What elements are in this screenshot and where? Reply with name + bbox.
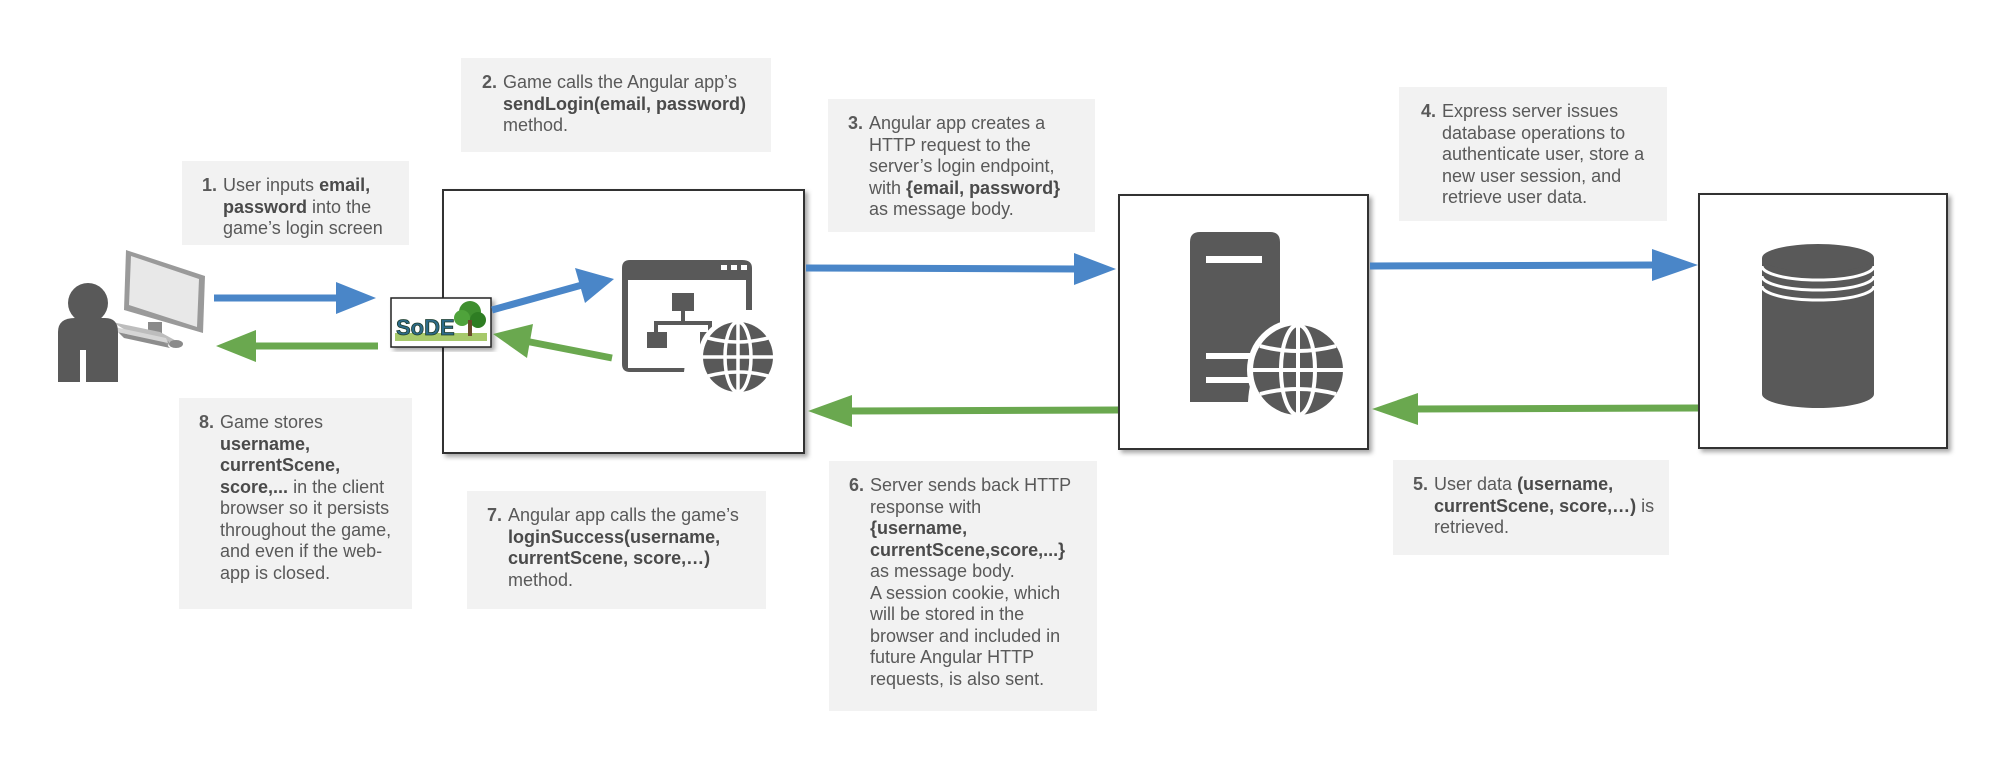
step-number: 4. [1421,101,1437,121]
step-4-text: Express server issues database operation… [1442,101,1645,207]
step-3-note: 3. Angular app creates a HTTP request to… [828,99,1095,232]
server-globe-icon [1190,232,1349,421]
login-success-method-bold: loginSuccess(username, currentScene, sco… [508,526,721,569]
stored-fields-bold: username, currentScene, score,... [220,433,341,497]
step-5-text: User data (username, currentScene, score… [1434,474,1655,537]
arrow-database-to-server [1413,404,1699,413]
user-data-fields-bold: (username, currentScene, score,…) [1434,474,1637,516]
arrow-game-to-webapp [491,281,583,314]
step-5-note: 5. User data (username, currentScene, sc… [1393,460,1669,555]
step-1-text: User inputs email, password into the gam… [223,175,383,238]
step-number: 6. [849,475,865,495]
arrow-head-database-to-server [1372,393,1418,425]
step-6-text: Server sends back HTTP response with {us… [870,475,1071,689]
step-number: 8. [199,412,215,432]
arrow-server-to-database [1369,261,1657,270]
step-number: 1. [202,175,218,195]
step-4-note: 4. Express server issues database operat… [1399,87,1667,221]
email-password-bold: email, password [223,175,371,217]
arrow-head-game-to-user [216,330,256,362]
arrow-head-game-to-webapp [575,268,614,303]
arrow-webapp-to-game [524,337,613,362]
arrow-head-server-to-app [808,395,852,427]
web-app-sitemap-globe-icon [622,260,778,397]
step-1-note: 1. User inputs email, password into the … [182,161,409,245]
step-number: 7. [487,505,503,525]
send-login-method-bold: sendLogin(email, password) [503,93,747,114]
arrow-head-user-to-game [336,282,376,314]
step-6-note: 6. Server sends back HTTP response with … [829,461,1097,711]
arrow-head-app-to-server [1074,253,1116,285]
user-at-computer-icon [58,250,205,382]
step-number: 3. [848,113,864,133]
soda-game-logo-icon: SoDE [390,297,492,348]
step-number: 5. [1413,474,1429,494]
step-number: 2. [482,72,498,92]
email-password-body-bold: {email, password} [906,177,1061,198]
step-2-note: 2. Game calls the Angular app’s sendLogi… [461,58,771,152]
step-7-note: 7. Angular app calls the game’s loginSuc… [467,491,766,609]
step-8-text: Game stores username, currentScene, scor… [220,412,392,583]
arrow-head-server-to-database [1652,249,1698,281]
response-body-bold: {username, currentScene,score,...} [870,518,1066,560]
step-2-text: Game calls the Angular app’s sendLogin(e… [503,72,747,135]
step-3-text: Angular app creates a HTTP request to th… [869,113,1061,219]
game-logo-text: SoDE [396,315,455,340]
arrow-head-webapp-to-game [493,324,533,358]
arrow-app-to-server [805,264,1081,273]
database-icon [1760,244,1876,408]
arrow-server-to-app [845,406,1119,415]
step-8-note: 8. Game stores username, currentScene, s… [179,398,412,609]
step-7-text: Angular app calls the game’s loginSucces… [508,505,739,590]
